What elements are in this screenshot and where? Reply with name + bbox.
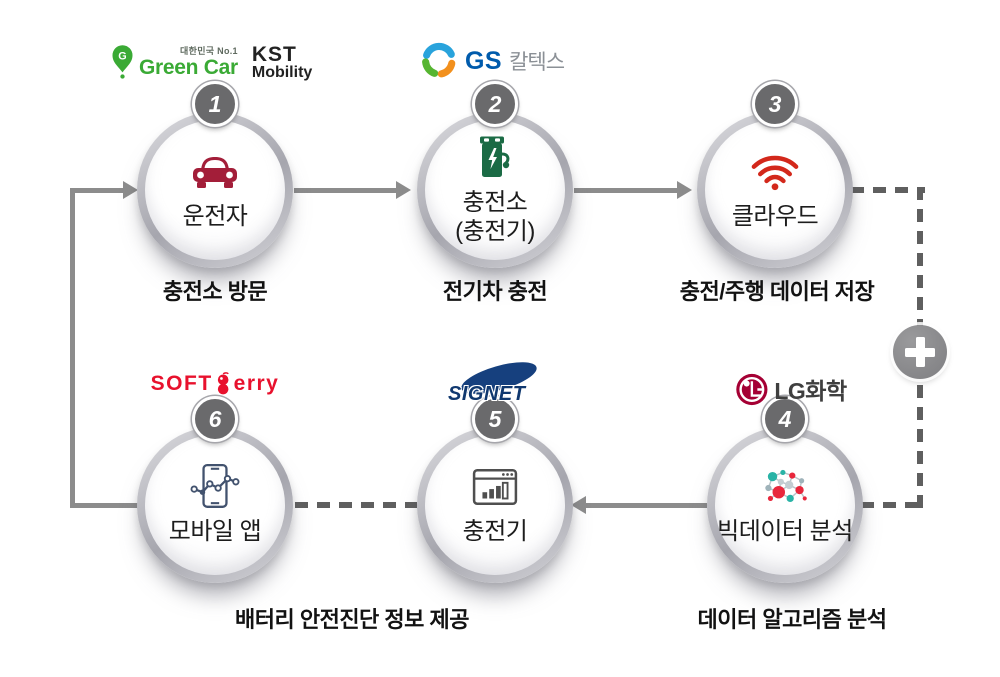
arrowhead-right-icon [123,181,138,199]
svg-text:G: G [118,50,126,62]
arrowhead-right-icon [677,181,692,199]
connector-2-to-3 [574,188,677,193]
caption-step-1: 충전소 방문 [162,279,268,304]
gs-caltex-logo: GS 칼텍스 [420,42,565,80]
step-node-3: 클라우드 3 [697,81,853,268]
partner-logos-top-left: G 대한민국 No.1 Green Car KST Mobility [110,44,312,81]
mobile-app-icon [190,463,240,511]
node-circle: 충전소 (충전기) [417,112,573,268]
browser-chart-icon [472,463,518,511]
gs-caltex-swoosh-icon [422,42,456,78]
caption-step-6: 배터리 안전진단 정보 제공 [235,607,469,632]
step-number-badge: 3 [752,81,798,127]
lg-chem-logo: LG화학 [735,372,847,406]
wifi-icon [749,148,801,196]
car-icon [191,148,239,196]
connector-3-dashed [851,187,925,193]
arrowhead-left-icon [571,496,586,514]
connector-loop-bottom [70,503,144,508]
step-node-1: 운전자 1 [137,81,293,268]
step-number-badge: 6 [192,396,238,442]
step-number-badge: 1 [192,81,238,127]
connector-loop-vertical [70,188,75,506]
node-circle: 빅데이터 분석 [707,427,863,583]
caption-step-3: 충전/주행 데이터 저장 [679,279,875,304]
connector-4-dashed [861,502,923,508]
node-label: 충전소 (충전기) [455,189,535,245]
node-label: 운전자 [182,203,248,231]
greencar-pin-icon: G [112,45,133,79]
arrowhead-right-icon [396,181,411,199]
caption-step-4: 데이터 알고리즘 분석 [697,607,887,632]
lg-symbol-icon [736,373,768,405]
network-graph-icon [758,463,812,511]
node-circle: 모바일 앱 [137,427,293,583]
signet-logo: SIGNET [448,355,540,414]
greencar-wordmark: Green Car [139,56,238,79]
step-number-badge: 4 [762,396,808,442]
step-number-badge: 5 [472,396,518,442]
berry-icon [217,372,229,395]
plus-icon [893,325,947,379]
kst-mobility-logo: KST Mobility [251,43,313,81]
ev-charger-icon [474,134,516,182]
node-circle: 클라우드 [697,112,853,268]
greencar-tagline: 대한민국 No.1 [180,46,238,56]
step-node-4: 빅데이터 분석 4 [707,396,863,583]
step-number-badge: 2 [472,81,518,127]
connector-loop-top [70,188,123,193]
connector-1-to-2 [294,188,396,193]
node-label: 충전기 [462,518,528,546]
softberry-logo: SOFT erry [150,372,280,395]
node-circle: 충전기 [417,427,573,583]
node-label: 빅데이터 분석 [717,518,853,546]
node-circle: 운전자 [137,112,293,268]
node-label: 모바일 앱 [168,518,262,546]
node-label: 클라우드 [731,203,819,231]
connector-5-to-6-dashed [295,502,417,508]
connector-4-to-5 [586,503,707,508]
caption-step-2: 전기차 충전 [442,279,548,304]
greencar-logo: G 대한민국 No.1 Green Car [110,44,238,79]
step-node-6: 모바일 앱 6 [137,396,293,583]
step-node-5: 충전기 5 [417,396,573,583]
step-node-2: 충전소 (충전기) 2 [417,81,573,268]
